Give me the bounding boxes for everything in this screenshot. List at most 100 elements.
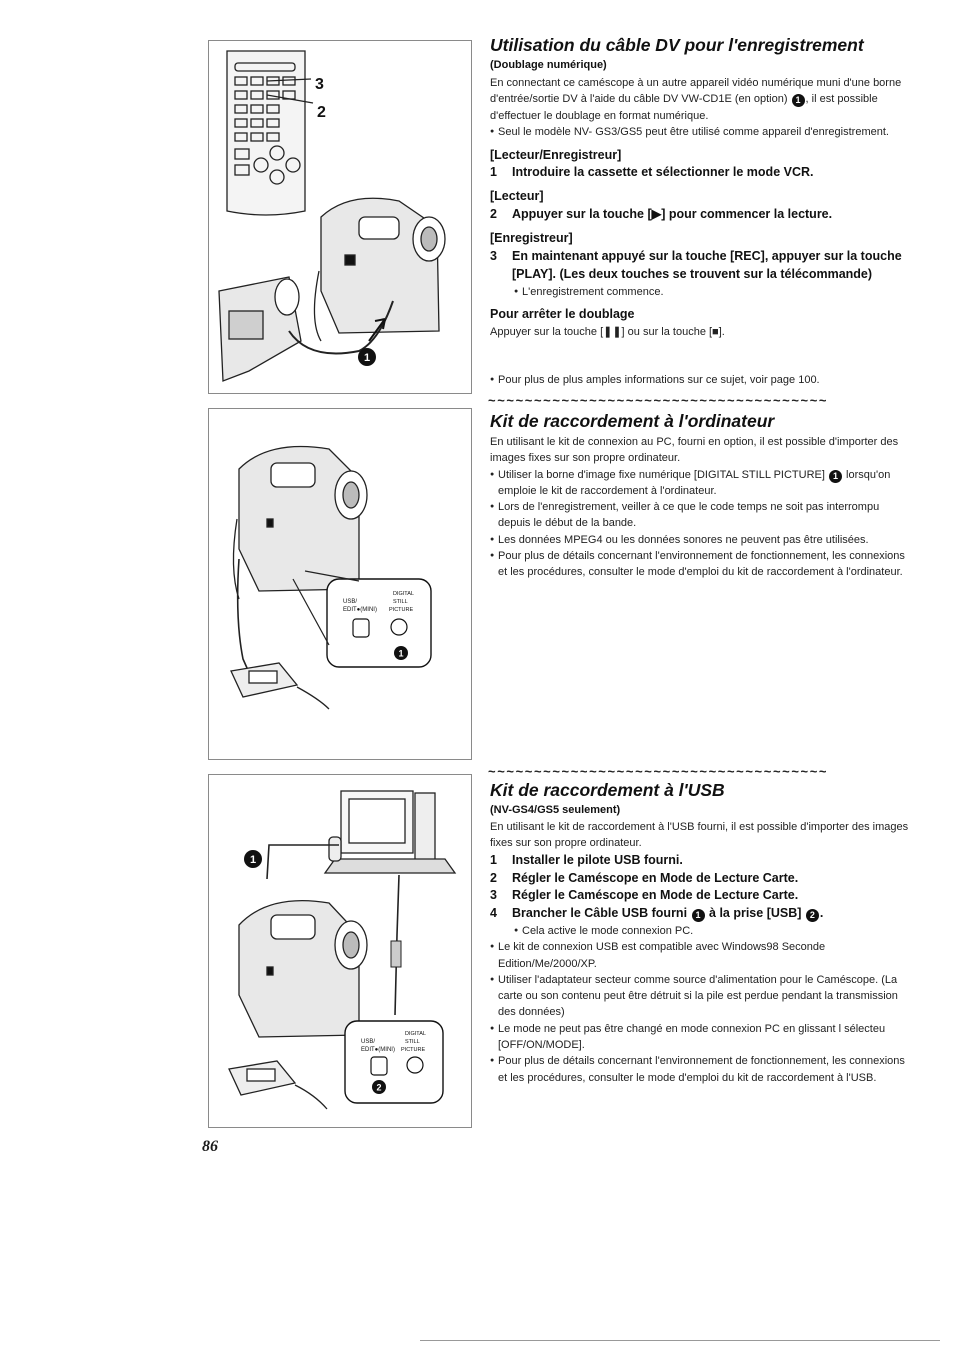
bullet-windows-cont: Edition/Me/2000/XP.	[498, 957, 597, 970]
pc-computer	[323, 790, 457, 874]
label-edit: EDIT●(MINI)	[343, 607, 377, 613]
usb-cable	[236, 558, 252, 678]
bullet-dsp-cont: emploie le kit de raccordement à l'ordin…	[498, 484, 717, 497]
marker-1-circle	[358, 348, 376, 366]
figure-usb-kit: 1 USB/ EDIT●(MINI) DIGITAL STILL PICTURE…	[208, 774, 472, 1128]
bullet-adapter: Utiliser l'adaptateur secteur comme sour…	[490, 972, 930, 988]
bullet-adapter-cont2: des données)	[498, 1006, 565, 1019]
dsp-port-icon	[406, 1056, 424, 1074]
camcorder-right	[313, 197, 446, 342]
bullet-timecode: Lors de l'enregistrement, veiller à ce q…	[490, 499, 930, 515]
bullet-windows: Le kit de connexion USB est compatible a…	[490, 939, 930, 955]
usb-cable	[266, 844, 400, 1016]
camcorder	[238, 900, 368, 1038]
intro-line-b: fixes sur son propre ordinateur.	[490, 837, 642, 850]
marker-1-icon: 1	[691, 908, 705, 922]
marker-1-icon: 1	[829, 469, 842, 483]
label-still: STILL	[393, 599, 408, 605]
section1-intro: En connectant ce caméscope à un autre ap…	[490, 75, 930, 140]
label-usb: USB/	[343, 599, 357, 605]
terminal-panel	[344, 1020, 444, 1104]
separator-1: ~~~~~~~~~~~~~~~~~~~~~~~~~~~~~~~~~~~~~	[488, 393, 829, 408]
usb-plug	[390, 940, 402, 968]
marker-1-text: 1	[364, 352, 370, 364]
bullet-details: Pour plus de détails concernant l'enviro…	[490, 1053, 930, 1069]
intro-line-b: images fixes sur son propre ordinateur.	[490, 452, 681, 465]
bullet-dsp: Utiliser la borne d'image fixe numérique…	[490, 467, 930, 483]
remote-control	[226, 50, 314, 216]
marker-2-icon: 2	[805, 908, 819, 922]
adapter	[230, 662, 330, 710]
section3-title: Kit de raccordement à l'USB	[490, 780, 725, 800]
section3-intro: En utilisant le kit de raccordement à l'…	[490, 819, 930, 852]
adapter	[228, 1060, 328, 1110]
intro-line-a: En utilisant le kit de connexion au PC, …	[490, 436, 899, 448]
marker-1-circle	[394, 646, 408, 660]
marker-2-circle	[372, 1080, 386, 1094]
intro-line-c: d'effectuer le doublage en format numéri…	[490, 109, 709, 122]
label-usb: USB/	[361, 1039, 375, 1045]
usb-port-icon	[352, 618, 370, 638]
dsp-port-icon	[390, 618, 408, 636]
label-2: 2	[317, 104, 326, 121]
intro-line-a: En connectant ce caméscope à un autre ap…	[490, 77, 902, 89]
stop-title: Pour arrêter le doublage	[490, 307, 635, 321]
usb-port-icon	[370, 1056, 388, 1076]
marker-1-text: 1	[250, 854, 256, 866]
section3-bullets: Cela active le mode connexion PC. Le kit…	[490, 923, 930, 1086]
label-picture: PICTURE	[389, 607, 413, 613]
camcorder	[232, 445, 368, 600]
label-picture: PICTURE	[401, 1047, 425, 1053]
page-number: 86	[202, 1138, 218, 1155]
section3-subtitle: (NV-GS4/GS5 seulement)	[490, 804, 621, 816]
label-3: 3	[315, 76, 324, 93]
pc-kit-illustration: USB/ EDIT●(MINI) DIGITAL STILL PICTURE 1	[230, 445, 432, 710]
figure-dv-cable: 3 2 1	[208, 40, 472, 394]
section2-title: Kit de raccordement à l'ordinateur	[490, 411, 775, 431]
stop-text: Appuyer sur la touche [❚❚] ou sur la tou…	[490, 326, 725, 338]
head-enregistreur: [Enregistreur]	[490, 231, 573, 245]
bullet-details-cont: et les procédures, consulter le mode d'e…	[498, 566, 903, 579]
marker-1-text: 1	[398, 649, 403, 659]
head-lecteur-enregistreur: [Lecteur/Enregistreur]	[490, 148, 622, 162]
bullet-details: Pour plus de détails concernant l'enviro…	[490, 548, 930, 564]
label-digital: DIGITAL	[393, 591, 414, 597]
intro-line-b: d'entrée/sortie DV à l'aide du câble DV …	[490, 93, 878, 108]
bullet-details-cont: et les procédures, consulter le mode d'e…	[498, 1071, 877, 1084]
dv-dubbing-illustration: 3 2 1	[218, 50, 446, 382]
bullet-mpeg4: Les données MPEG4 ou les données sonores…	[490, 532, 930, 548]
bullet-timecode-cont: depuis le début de la bande.	[498, 517, 637, 530]
label-still: STILL	[405, 1039, 420, 1045]
usb-kit-illustration: 1 USB/ EDIT●(MINI) DIGITAL STILL PICTURE…	[228, 790, 457, 1110]
bullet-mode: Le mode ne peut pas être changé en mode …	[490, 1021, 930, 1037]
arrow	[368, 318, 386, 342]
figure-pc-kit: USB/ EDIT●(MINI) DIGITAL STILL PICTURE 1	[208, 408, 472, 760]
marker-1-circle	[244, 850, 262, 868]
marker-2-text: 2	[376, 1083, 381, 1093]
section2-body: En utilisant le kit de connexion au PC, …	[490, 434, 930, 581]
bullet-adapter-cont1: carte ou son contenu peut être détruit s…	[498, 990, 898, 1003]
marker-1-icon: 1	[791, 94, 805, 108]
label-edit: EDIT●(MINI)	[361, 1047, 395, 1053]
note-model: Seul le modèle NV- GS3/GS5 peut être uti…	[490, 124, 930, 140]
intro-line-a: En utilisant le kit de raccordement à l'…	[490, 821, 909, 833]
camcorder-left	[218, 276, 302, 382]
section1-title: Utilisation du câble DV pour l'enregistr…	[490, 35, 864, 55]
more-info: Pour plus de plus amples informations su…	[490, 372, 954, 388]
step3-note: L'enregistrement commence.	[514, 284, 954, 300]
separator-2: ~~~~~~~~~~~~~~~~~~~~~~~~~~~~~~~~~~~~~	[488, 764, 829, 779]
step4-note: Cela active le mode connexion PC.	[514, 923, 930, 939]
footer-rule	[420, 1340, 940, 1341]
bullet-mode-cont: [OFF/ON/MODE].	[498, 1039, 585, 1052]
section1-subtitle: (Doublage numérique)	[490, 59, 607, 71]
label-digital: DIGITAL	[405, 1031, 426, 1037]
terminal-panel	[326, 578, 432, 668]
